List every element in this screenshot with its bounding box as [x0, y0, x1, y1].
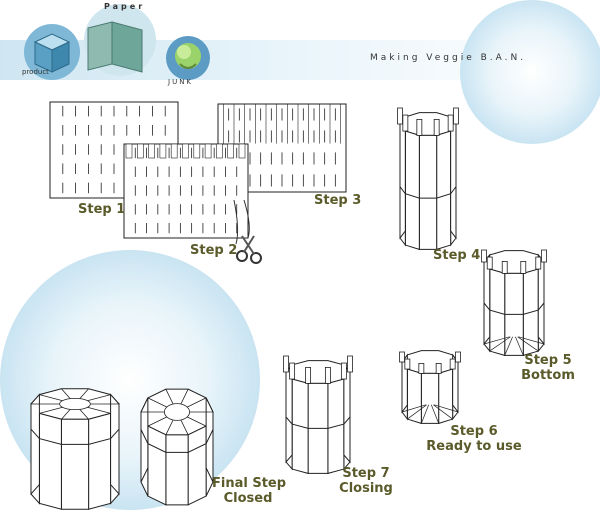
curled-strips	[233, 199, 250, 245]
final-box-top	[140, 388, 214, 506]
page-title: Making Veggie B.A.N.	[370, 53, 527, 63]
step7-cylinder	[283, 355, 353, 475]
step6-cylinder	[399, 350, 461, 425]
step4-label: Step 4	[433, 248, 481, 263]
scissors-icon	[236, 235, 262, 264]
step7-subtitle: Closing	[339, 481, 393, 496]
step6-subtitle: Ready to use	[426, 439, 522, 454]
final-subtitle: Closed	[223, 491, 273, 506]
step5-title: Step 5	[524, 353, 572, 368]
step5-label: Step 5 Bottom	[520, 353, 576, 383]
step1-label: Step 1	[78, 202, 126, 217]
logo	[24, 4, 210, 80]
step2-label: Step 2	[190, 243, 238, 258]
final-box-side	[30, 388, 120, 510]
step7-label: Step 7 Closing	[336, 466, 396, 496]
box-icon	[24, 24, 80, 80]
logo-word-left: product	[22, 68, 49, 76]
top-right-bubble	[460, 0, 600, 144]
step3-label: Step 3	[314, 193, 362, 208]
logo-word-top: Paper	[104, 2, 146, 11]
step5-subtitle: Bottom	[521, 368, 575, 383]
step6-label: Step 6 Ready to use	[426, 424, 522, 454]
paper-stack-icon	[84, 4, 156, 76]
step6-title: Step 6	[450, 424, 498, 439]
step5-cylinder	[481, 249, 547, 357]
step7-title: Step 7	[342, 466, 390, 481]
cabbage-icon	[166, 36, 210, 80]
logo-word-right: JUNK	[168, 78, 194, 86]
step4-cylinder	[397, 107, 459, 251]
step2-sheet	[123, 143, 249, 239]
final-title: Final Step	[212, 476, 287, 491]
final-step-label: Final Step Closed	[212, 476, 287, 506]
